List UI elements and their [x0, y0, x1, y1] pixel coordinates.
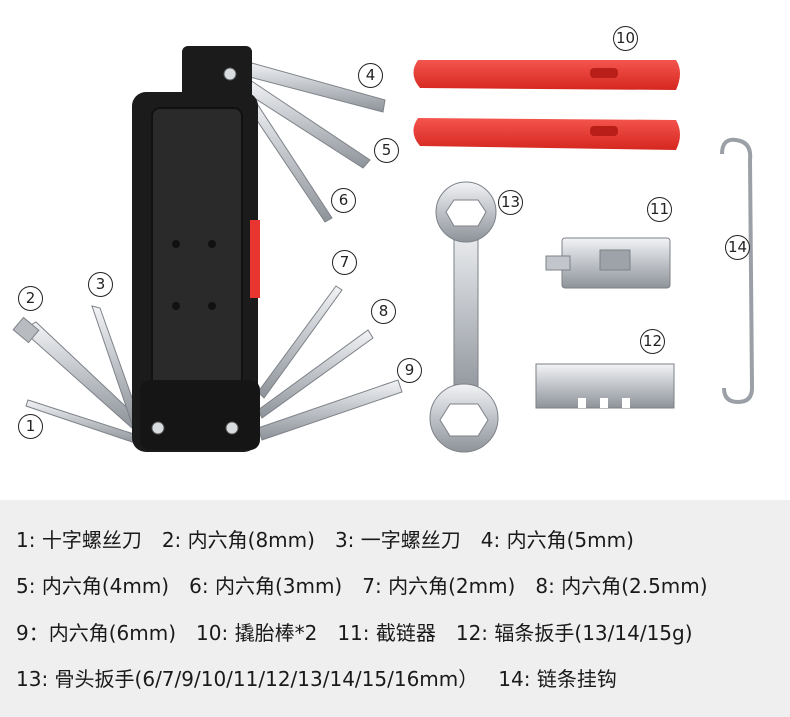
legend-line-3: 9：内六角(6mm) 10: 撬胎棒*2 11: 截链器 12: 辐条扳手(13/14… — [16, 617, 713, 646]
legend-item-3: 3: 一字螺丝刀 — [334, 528, 461, 552]
tool-kit-photo: 1 2 3 4 5 6 7 8 9 10 11 12 13 14 — [12, 26, 755, 453]
bone-wrench — [429, 181, 499, 453]
legend-item-14: 14: 链条挂钩 — [498, 667, 617, 691]
legend-item-8: 8: 内六角(2.5mm) — [535, 574, 708, 598]
multitool-body — [132, 46, 260, 452]
chain-hook — [720, 137, 755, 405]
hex-key-7 — [257, 285, 343, 399]
callout-8: 8 — [371, 299, 396, 324]
tire-lever-bottom — [413, 118, 680, 150]
chain-breaker — [545, 237, 671, 289]
legend-item-4: 4: 内六角(5mm) — [480, 528, 634, 552]
legend-item-6: 6: 内六角(3mm) — [189, 574, 343, 598]
tire-lever-top — [413, 60, 680, 90]
legend-item-5: 5: 内六角(4mm) — [16, 574, 170, 598]
callout-6: 6 — [331, 188, 356, 213]
legend-item-2: 2: 内六角(8mm) — [161, 528, 315, 552]
callout-11: 11 — [647, 197, 672, 222]
legend-item-11: 11: 截链器 — [337, 621, 436, 645]
callout-1: 1 — [18, 414, 43, 439]
callout-4: 4 — [358, 63, 383, 88]
tool-illustration — [12, 46, 755, 453]
legend-line-4: 13: 骨头扳手(6/7/9/10/11/12/13/14/15/16mm） 14… — [16, 663, 637, 692]
hex-key-8 — [257, 329, 374, 419]
callout-9: 9 — [397, 358, 422, 383]
callout-5: 5 — [374, 138, 399, 163]
legend-item-9: 9：内六角(6mm) — [16, 621, 177, 645]
callout-10: 10 — [613, 26, 638, 51]
callout-2: 2 — [18, 286, 43, 311]
legend-item-1: 1: 十字螺丝刀 — [16, 528, 142, 552]
parts-legend: 1: 十字螺丝刀 2: 内六角(8mm) 3: 一字螺丝刀 4: 内六角(5mm) 5… — [0, 500, 790, 717]
callout-7: 7 — [332, 250, 357, 275]
legend-line-2: 5: 内六角(4mm) 6: 内六角(3mm) 7: 内六角(2mm) 8: 内六角(… — [16, 570, 728, 599]
legend-item-12: 12: 辐条扳手(13/14/15g) — [455, 621, 693, 645]
legend-item-13: 13: 骨头扳手(6/7/9/10/11/12/13/14/15/16mm） — [16, 667, 479, 691]
callout-3: 3 — [88, 272, 113, 297]
legend-line-1: 1: 十字螺丝刀 2: 内六角(8mm) 3: 一字螺丝刀 4: 内六角(5mm) — [16, 524, 654, 553]
hex-key-9 — [257, 379, 403, 441]
callout-14: 14 — [725, 235, 750, 260]
spoke-wrench — [535, 363, 675, 409]
legend-item-7: 7: 内六角(2mm) — [362, 574, 516, 598]
legend-item-10: 10: 撬胎棒*2 — [196, 621, 318, 645]
callout-13: 13 — [498, 190, 523, 215]
callout-12: 12 — [640, 329, 665, 354]
